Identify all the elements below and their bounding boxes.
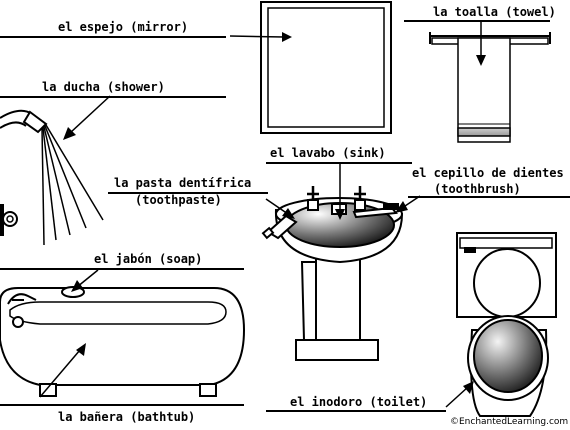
mirror-drawing	[261, 2, 391, 133]
bathtub-label-rule	[0, 404, 244, 406]
toothbrush-label-line1: el cepillo de dientes	[412, 166, 564, 180]
bathtub-label: la bañera (bathtub)	[58, 410, 195, 424]
shower-label: la ducha (shower)	[42, 80, 165, 94]
sink-label-rule	[266, 162, 412, 164]
toothpaste-label-line1: la pasta dentífrica	[114, 176, 251, 190]
soap-label-rule	[0, 268, 244, 270]
toilet-label-rule	[266, 410, 446, 412]
toilet-drawing	[457, 233, 556, 416]
shower-label-rule	[0, 96, 226, 98]
copyright-credit: ©EnchantedLearning.com	[450, 417, 568, 427]
toothbrush-label-rule	[408, 196, 570, 198]
sink-label: el lavabo (sink)	[270, 146, 386, 160]
towel-label-rule	[404, 20, 550, 22]
towel-drawing	[430, 32, 550, 142]
toilet-label: el inodoro (toilet)	[290, 395, 427, 409]
bathtub-drawing	[0, 287, 244, 396]
mirror-label: el espejo (mirror)	[58, 20, 188, 34]
soap-label: el jabón (soap)	[94, 252, 202, 266]
shower-drawing	[0, 111, 103, 245]
sink-drawing	[263, 186, 402, 360]
towel-label: la toalla (towel)	[433, 5, 556, 19]
mirror-label-rule	[0, 36, 226, 38]
toothpaste-label-line2: (toothpaste)	[135, 193, 222, 207]
toothbrush-label-line2: (toothbrush)	[434, 182, 521, 196]
